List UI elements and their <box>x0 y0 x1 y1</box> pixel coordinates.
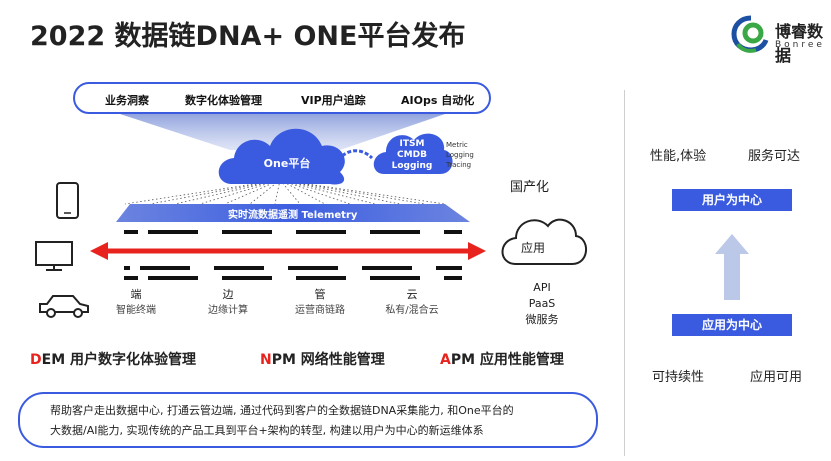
capability-aiops: AIOps 自动化 <box>401 94 475 107</box>
domestic-label: 国产化 <box>510 180 550 195</box>
application-cloud-icon <box>501 218 587 265</box>
description-line-2: 大数据/AI能力, 实现传统的产品工具到平台+架构的转型, 构建以用户为中心的新… <box>50 424 484 437</box>
service-reach-label: 服务可达 <box>748 149 801 164</box>
capability-dem: 数字化体验管理 <box>185 94 262 107</box>
app-centric-badge: 应用为中心 <box>672 314 792 336</box>
cloud-connector <box>336 149 374 162</box>
capability-business-insight: 业务洞察 <box>105 94 149 107</box>
phone-icon <box>56 182 79 219</box>
api-label: API <box>533 281 551 294</box>
capability-vip-tracking: VIP用户追踪 <box>301 94 366 107</box>
app-availability-label: 应用可用 <box>750 370 803 385</box>
npm-label: NPM 网络性能管理 <box>260 352 385 368</box>
column-edge: 边 <box>222 288 234 301</box>
page-title: 2022 数据链DNA+ ONE平台发布 <box>30 21 466 52</box>
itsm-label: ITSM <box>399 139 425 149</box>
itsm-cloud <box>373 133 453 174</box>
logging-metric-label: Logging <box>446 151 474 159</box>
column-pipe-sub: 运营商链路 <box>295 305 345 316</box>
logging-label: Logging <box>391 161 433 171</box>
sustainability-label: 可持续性 <box>652 370 705 385</box>
telemetry-band <box>116 204 470 222</box>
metric-label: Metric <box>446 141 468 149</box>
column-cloud-sub: 私有/混合云 <box>385 305 439 316</box>
column-pipe: 管 <box>314 288 326 301</box>
microservice-label: 微服务 <box>525 313 559 326</box>
column-edge-device-sub: 智能终端 <box>116 305 156 316</box>
application-cloud-label: 应用 <box>521 241 546 255</box>
logo-subtitle: Bonree <box>775 40 825 50</box>
column-edge-sub: 边缘计算 <box>208 305 248 316</box>
panel-divider <box>624 90 625 456</box>
logo-name: 博睿数据 <box>775 22 824 65</box>
capability-bar: 业务洞察 数字化体验管理 VIP用户追踪 AIOps 自动化 <box>73 82 491 114</box>
description-box: 帮助客户走出数据中心, 打通云管边端, 通过代码到客户的全数据链DNA采集能力,… <box>18 392 598 448</box>
cmdb-label: CMDB <box>397 150 427 160</box>
apm-label: APM 应用性能管理 <box>440 352 564 368</box>
double-arrow-icon <box>90 242 486 260</box>
diagram-graphics <box>35 114 587 318</box>
tracing-label: Tracing <box>446 161 472 169</box>
monitor-icon <box>35 241 73 271</box>
performance-experience-label: 性能,体验 <box>650 149 707 164</box>
description-line-1: 帮助客户走出数据中心, 打通云管边端, 通过代码到客户的全数据链DNA采集能力,… <box>50 404 514 417</box>
one-platform-cloud <box>218 128 345 185</box>
dem-label: DEM 用户数字化体验管理 <box>30 352 196 368</box>
column-cloud: 云 <box>406 288 418 301</box>
up-arrow-icon <box>715 234 749 300</box>
track-lines <box>124 230 462 280</box>
bonree-logo-icon <box>731 15 769 53</box>
one-platform-label: One平台 <box>263 157 311 170</box>
paas-label: PaaS <box>528 297 556 310</box>
user-centric-badge: 用户为中心 <box>672 189 792 211</box>
column-edge-device: 端 <box>130 288 142 301</box>
telemetry-label: 实时流数据遥测 Telemetry <box>228 210 358 221</box>
car-icon <box>39 295 89 318</box>
